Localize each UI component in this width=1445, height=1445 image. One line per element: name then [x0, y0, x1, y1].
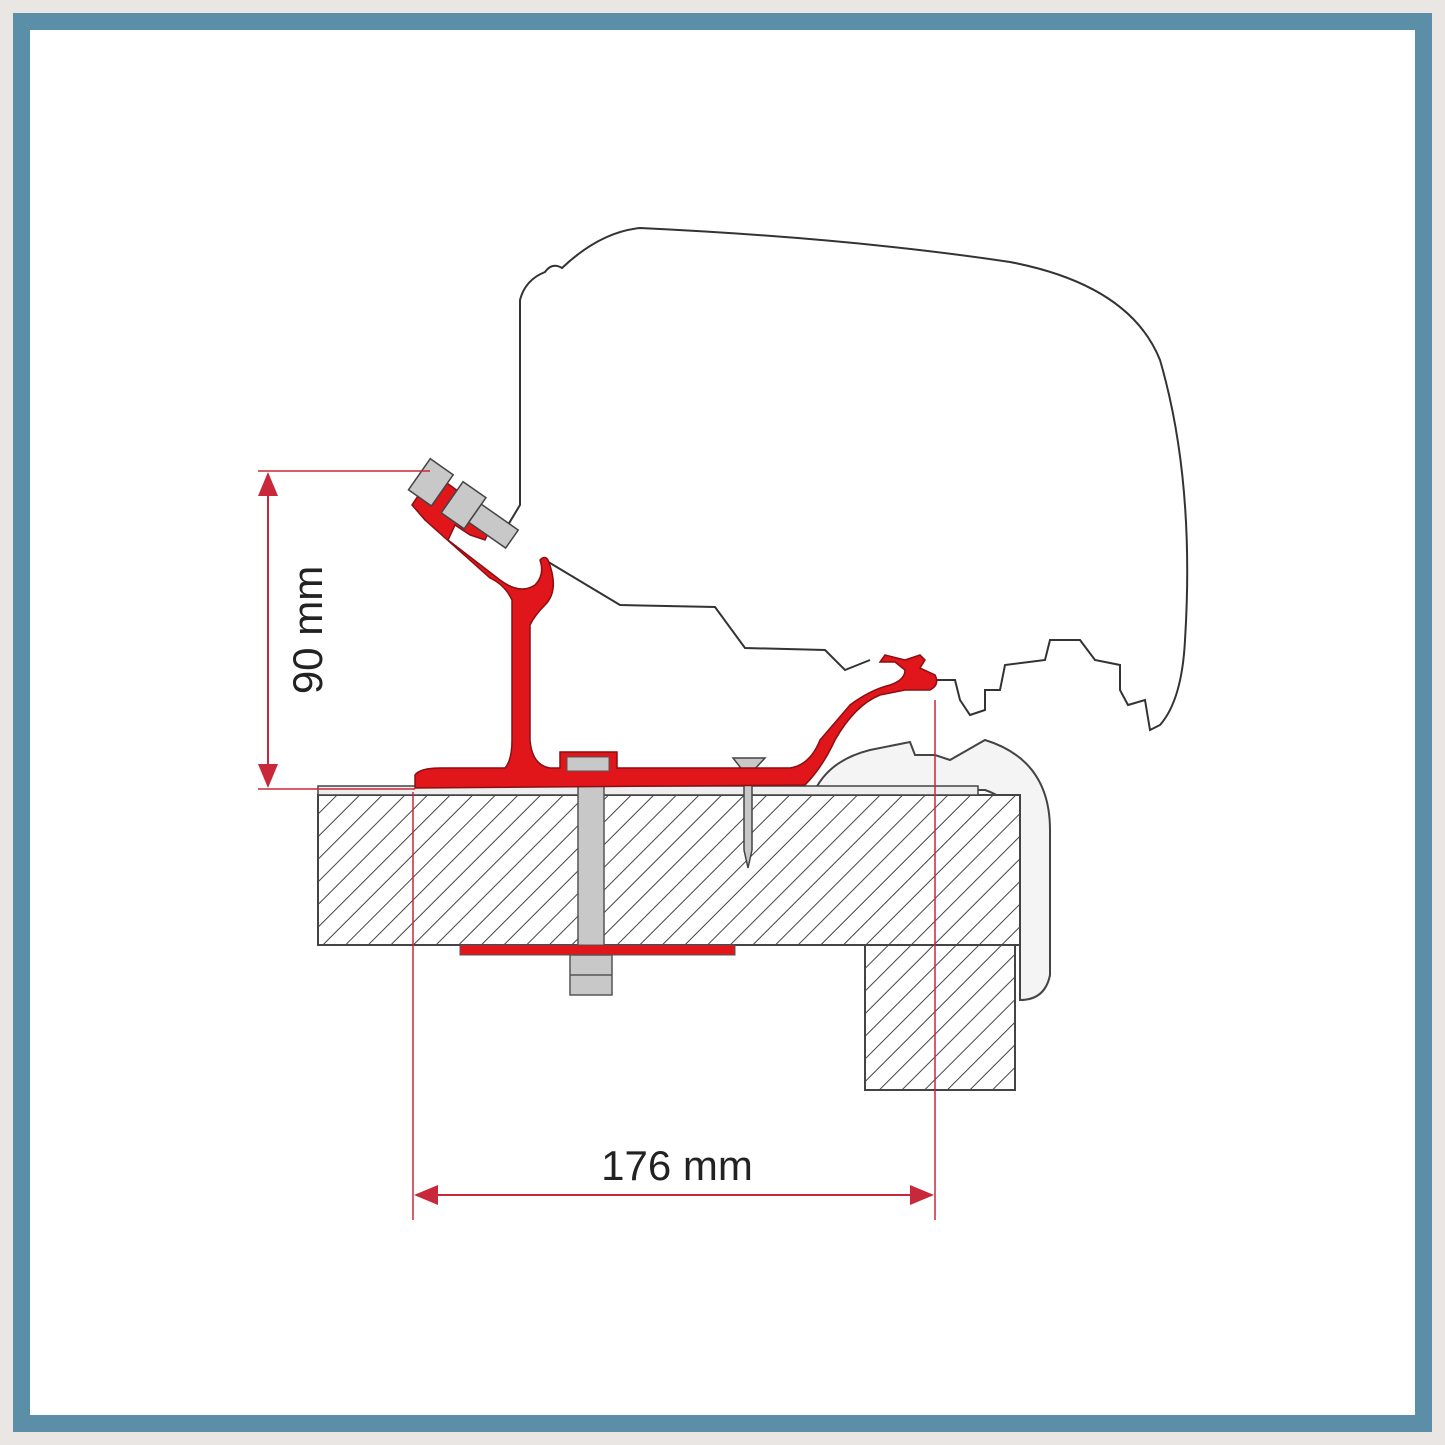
width-dimension-label: 176 mm: [601, 1142, 753, 1189]
clamp-bolt: [407, 457, 520, 550]
bolt-shaft: [577, 764, 605, 951]
wall-section: [864, 944, 1016, 1091]
height-dimension-label: 90 mm: [284, 566, 331, 694]
awning-housing-outline: [504, 226, 1189, 732]
roof-section: [317, 794, 1021, 946]
height-dimension: 90 mm: [258, 470, 430, 790]
bracket-nut: [566, 756, 610, 772]
width-dimension: 176 mm: [412, 700, 936, 1220]
washer-plate: [459, 944, 736, 956]
